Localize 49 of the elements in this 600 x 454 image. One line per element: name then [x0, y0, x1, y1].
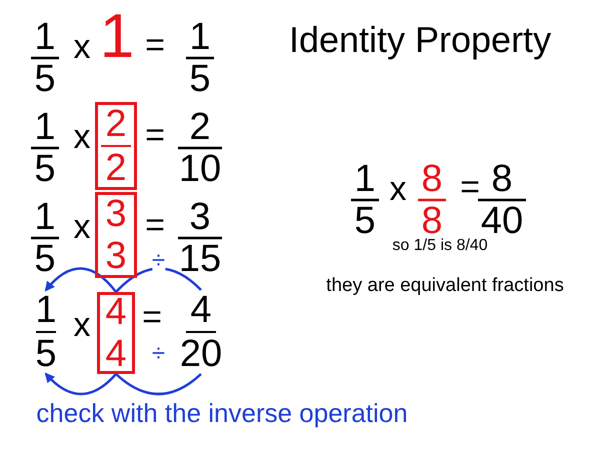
fraction-denominator: 5 — [34, 60, 56, 98]
multiply-sign: x — [74, 120, 90, 154]
note: they are equivalent fractions — [326, 276, 564, 295]
fraction-denominator: 5 — [189, 60, 211, 98]
fraction-numerator: 4 — [105, 293, 127, 331]
curved-arrow — [44, 372, 117, 396]
fraction-numerator: 8 — [491, 160, 513, 198]
fraction-denominator: 40 — [480, 202, 524, 240]
fraction-numerator: 8 — [421, 160, 443, 198]
number: 1 — [100, 6, 134, 68]
highlight-box — [95, 192, 137, 278]
curved-line — [115, 267, 202, 293]
fraction-denominator: 5 — [34, 150, 56, 188]
equals-sign: = — [145, 208, 165, 242]
equals-sign: = — [142, 300, 162, 334]
fraction-numerator: 4 — [190, 291, 212, 329]
fraction-numerator: 1 — [34, 18, 56, 56]
fraction-denominator: 10 — [178, 150, 222, 188]
fraction-numerator: 1 — [34, 108, 56, 146]
curved-line — [115, 373, 202, 396]
fraction-denominator: 5 — [354, 202, 376, 240]
fraction-denominator: 4 — [105, 335, 127, 373]
fraction-numerator: 1 — [189, 18, 211, 56]
multiply-sign: x — [74, 30, 90, 64]
fraction-numerator: 3 — [189, 198, 211, 236]
curved-arrow — [44, 267, 117, 293]
highlight-box — [95, 102, 137, 190]
fraction-numerator: 1 — [34, 198, 56, 236]
note: so 1/5 is 8/40 — [392, 238, 488, 254]
fraction-numerator: 2 — [189, 108, 211, 146]
equals-sign: = — [145, 118, 165, 152]
fraction-numerator: 1 — [35, 291, 57, 329]
highlight-box — [97, 292, 135, 374]
multiply-sign: x — [74, 308, 90, 342]
fraction-denominator: 15 — [178, 240, 222, 278]
fraction-denominator: 20 — [180, 335, 222, 373]
fraction-denominator: 5 — [35, 335, 57, 373]
fraction-denominator: 2 — [105, 149, 127, 187]
equals-sign: = — [460, 170, 480, 204]
equals-sign: = — [145, 28, 165, 62]
fraction-numerator: 3 — [105, 195, 127, 233]
fraction-denominator: 3 — [105, 237, 127, 275]
heading: Identity Property — [288, 22, 552, 58]
fraction-numerator: 2 — [105, 105, 127, 143]
caption-text: check with the inverse operation — [36, 400, 408, 426]
fraction-numerator: 1 — [354, 160, 376, 198]
multiply-sign: x — [74, 210, 90, 244]
multiply-sign: x — [390, 172, 406, 206]
fraction-denominator: 5 — [34, 240, 56, 278]
